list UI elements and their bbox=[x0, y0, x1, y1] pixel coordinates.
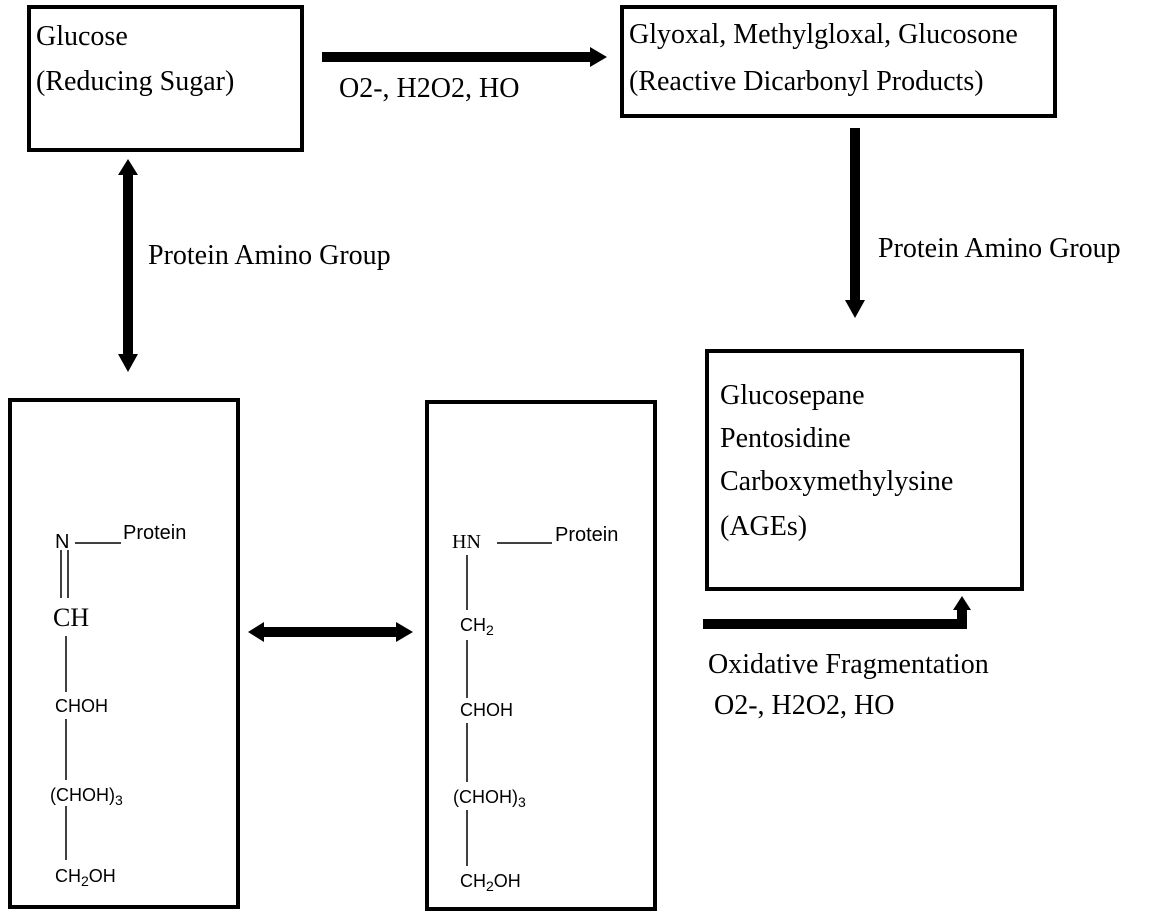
amadori-ch2-group: CH2 bbox=[460, 615, 494, 638]
schiff-ch-group: CH bbox=[53, 603, 90, 632]
amadori-chohn-group: (CHOH)3 bbox=[453, 787, 526, 810]
arrow-schiff-amadori bbox=[248, 622, 413, 642]
amadori-choh-group: CHOH bbox=[460, 700, 513, 720]
schiff-choh-group: CHOH bbox=[55, 696, 108, 716]
schiff-base-box bbox=[8, 398, 240, 909]
glucose-box bbox=[27, 5, 304, 152]
glucose-label: Glucose bbox=[36, 21, 128, 52]
amadori-box bbox=[425, 400, 657, 911]
ages-box bbox=[705, 349, 1024, 591]
oxidative-fragmentation-label: Oxidative Fragmentation bbox=[708, 649, 989, 680]
arrow-oxidative-fragmentation bbox=[703, 596, 971, 629]
schiff-n-atom: N bbox=[55, 531, 70, 553]
dicarbonyl-names: Glyoxal, Methylgloxal, Glucosone bbox=[629, 19, 1018, 50]
ages-glucosepane: Glucosepane bbox=[720, 380, 865, 411]
amadori-bonds bbox=[466, 542, 552, 866]
schiff-ch2oh-group: CH2OH bbox=[55, 866, 116, 889]
arrow-glucose-to-dicarbonyl bbox=[322, 47, 607, 67]
amadori-hn-atom: HN bbox=[452, 531, 481, 553]
amadori-ch2oh-group: CH2OH bbox=[460, 871, 521, 894]
arrow-glucose-schiff bbox=[118, 159, 138, 372]
ages-label: (AGEs) bbox=[720, 511, 808, 542]
schiff-base-bonds bbox=[60, 542, 121, 860]
ages-carboxymethylysine: Carboxymethylysine bbox=[720, 466, 954, 497]
protein-amino-left-label: Protein Amino Group bbox=[148, 240, 391, 271]
schiff-chohn-group: (CHOH)3 bbox=[50, 785, 123, 808]
dicarbonyl-class: (Reactive Dicarbonyl Products) bbox=[629, 66, 984, 97]
ages-pentosidine: Pentosidine bbox=[720, 423, 851, 454]
reducing-sugar-label: (Reducing Sugar) bbox=[36, 66, 235, 97]
oxidants-bottom-label: O2-, H2O2, HO bbox=[714, 690, 895, 721]
oxidants-top-label: O2-, H2O2, HO bbox=[339, 73, 520, 104]
dicarbonyl-box bbox=[620, 5, 1057, 118]
arrow-dicarbonyl-to-ages bbox=[845, 128, 865, 318]
amadori-protein-label: Protein bbox=[555, 524, 619, 546]
protein-amino-right-label: Protein Amino Group bbox=[878, 233, 1121, 264]
schiff-protein-label: Protein bbox=[123, 522, 187, 544]
